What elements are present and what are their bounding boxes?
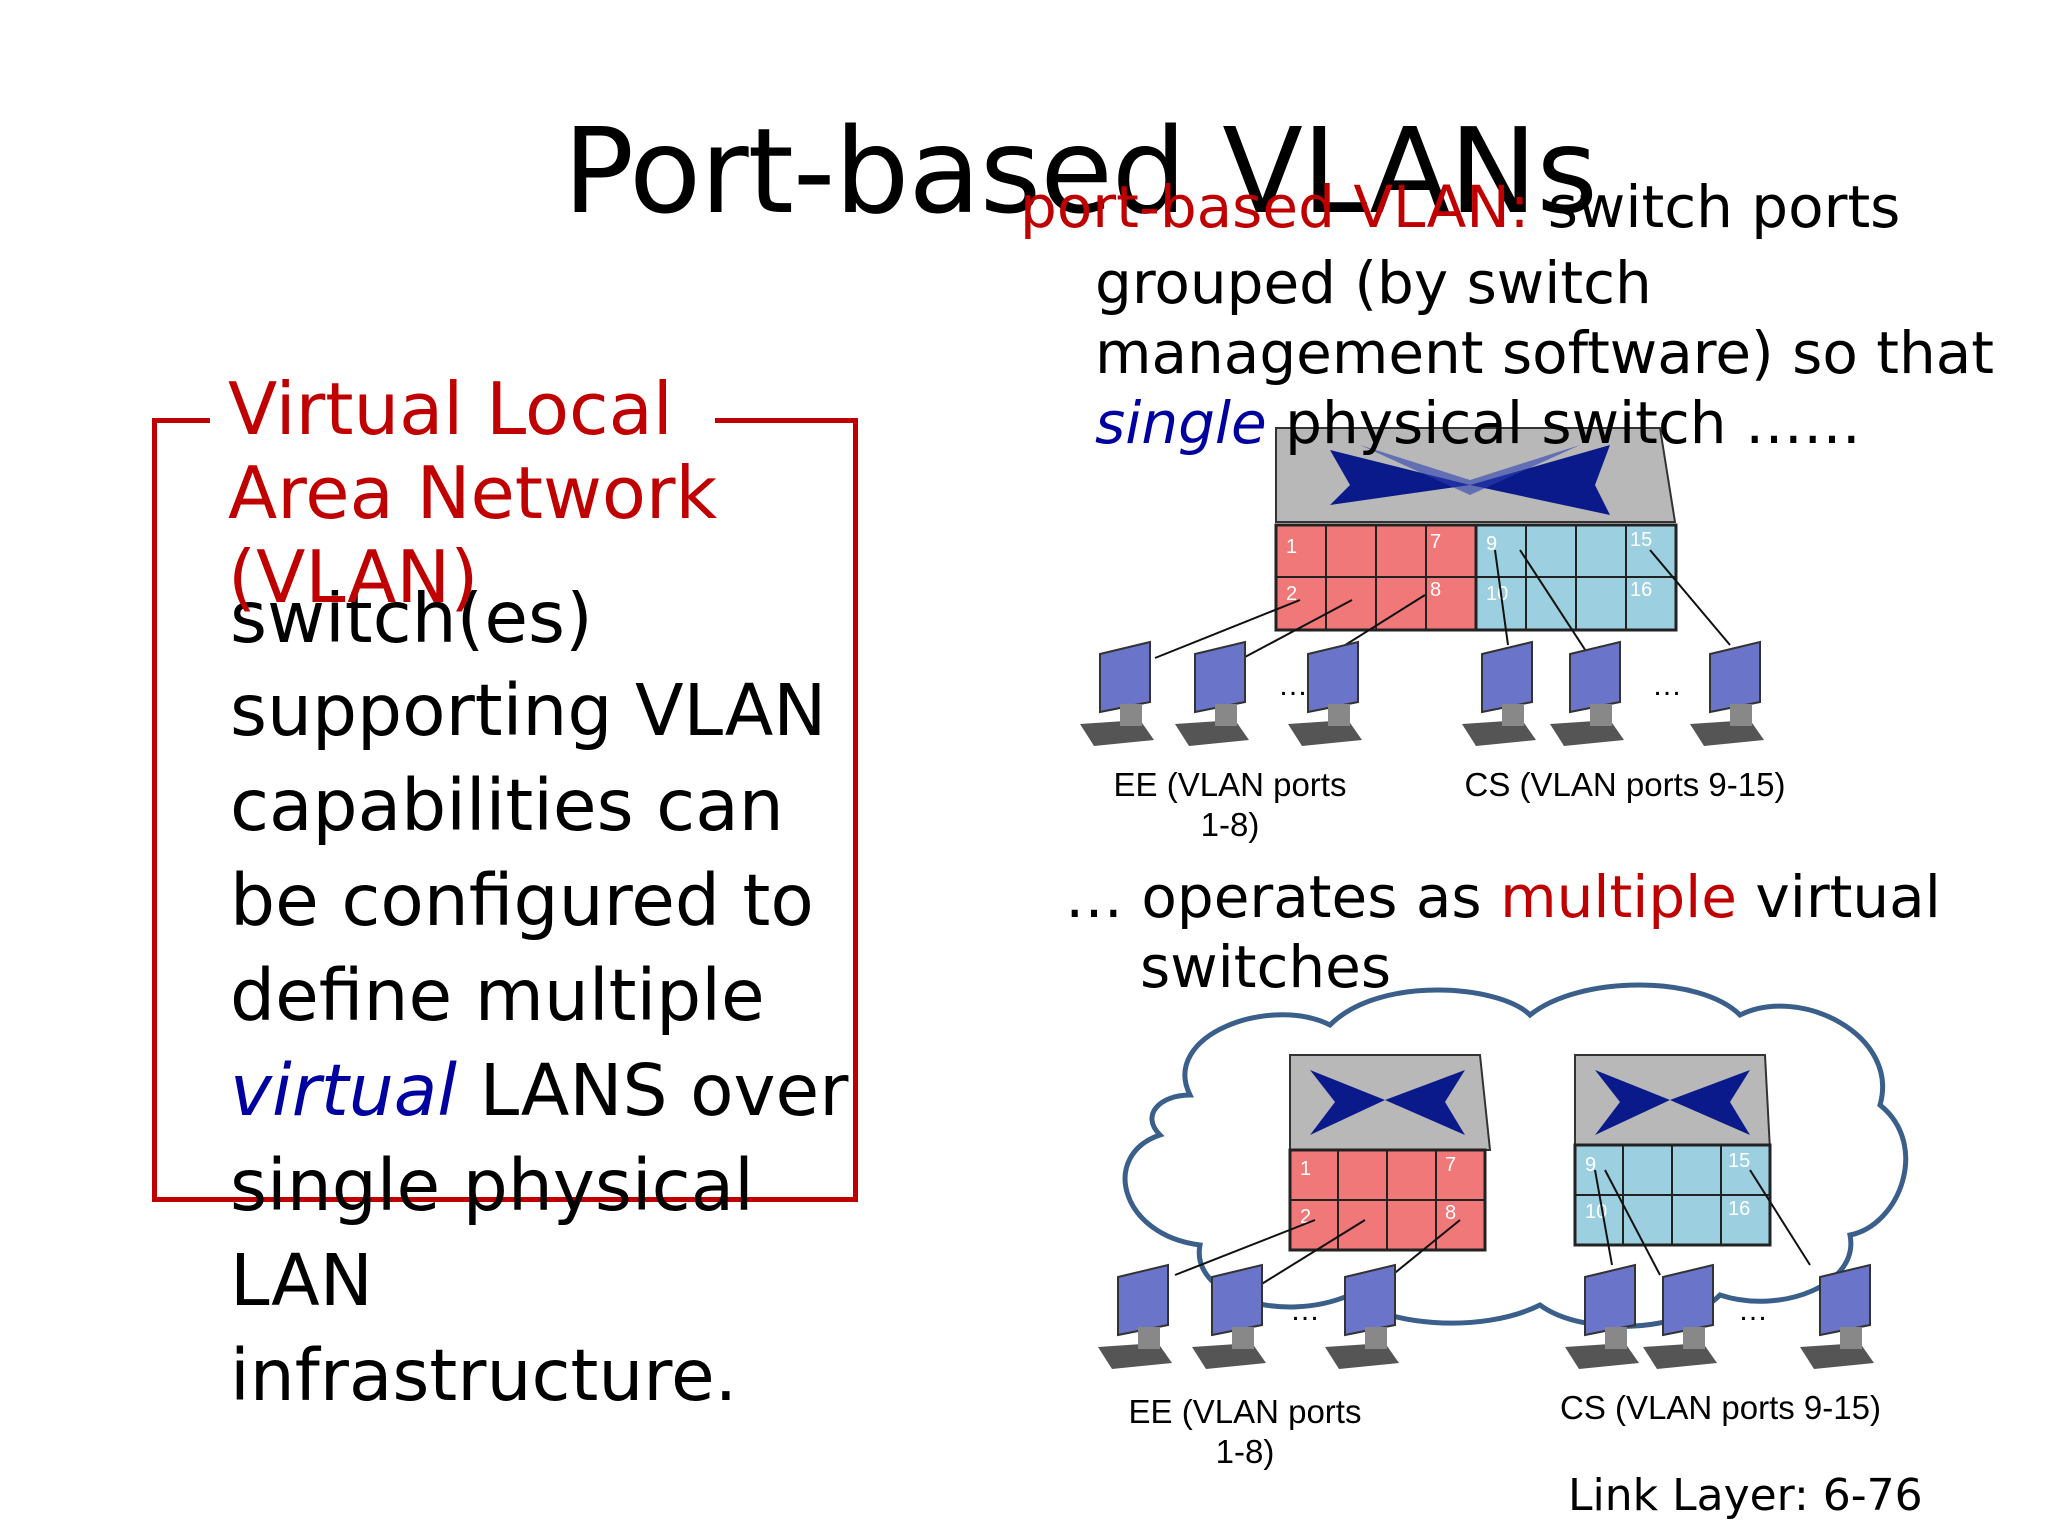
port-grid-lines xyxy=(1276,525,1676,630)
b-port-15: 15 xyxy=(1728,1150,1750,1172)
pc-icon xyxy=(1643,1263,1717,1369)
bottom-ee-ellipsis: … xyxy=(1290,1294,1320,1327)
switch-x-icon-part xyxy=(1470,445,1610,515)
port-10: 10 xyxy=(1486,583,1508,605)
port-16: 16 xyxy=(1630,579,1652,601)
vlan-body-line-8: infrastructure. xyxy=(230,1334,738,1417)
vlan-body-line-1: supporting VLAN xyxy=(230,669,827,752)
top-ee-label: EE (VLAN ports 1-8) xyxy=(1090,765,1370,845)
cs-switch-top xyxy=(1574,1054,1772,1151)
pc-icon xyxy=(1565,1263,1639,1369)
ee-grid-lines xyxy=(1290,1150,1485,1250)
pc-icon xyxy=(1690,640,1764,746)
pc-icon xyxy=(1288,640,1362,746)
pc-icon xyxy=(1462,640,1536,746)
operates-prefix: … operates as xyxy=(1065,863,1501,931)
vlan-title-line-3: (VLAN) xyxy=(228,535,479,619)
b-port-1: 1 xyxy=(1300,1158,1311,1180)
switch-x-icon xyxy=(1330,450,1470,505)
vlan-body-line-5: virtual LANS over xyxy=(230,1043,848,1139)
b-port-2: 2 xyxy=(1300,1206,1311,1228)
vlan-title-line-2: Area Network xyxy=(228,451,718,535)
pc-icon xyxy=(1800,1263,1874,1369)
port-1: 1 xyxy=(1286,536,1297,558)
ee-switch-top xyxy=(1289,1054,1492,1151)
definition-line-4-rest: physical switch …… xyxy=(1266,389,1861,457)
port-7: 7 xyxy=(1430,531,1441,553)
pc-icon xyxy=(1098,1263,1172,1369)
bottom-cables xyxy=(1174,1169,1811,1286)
bottom-cloud-diagram: 1 7 2 8 9 15 10 16 … … xyxy=(1098,982,1909,1369)
definition-line-3: management software) so that xyxy=(1095,319,1995,387)
b-port-7: 7 xyxy=(1445,1154,1456,1176)
ee-switch-x-icon xyxy=(1310,1070,1385,1135)
operates-suffix: virtual xyxy=(1736,863,1941,931)
pc-icon xyxy=(1192,1263,1266,1369)
definition-term: port-based VLAN: xyxy=(1020,173,1530,241)
cs-switch-x-icon xyxy=(1595,1070,1670,1135)
definition-line-1-rest: switch ports xyxy=(1529,173,1901,241)
b-port-9: 9 xyxy=(1585,1154,1596,1176)
bottom-cs-ellipsis: … xyxy=(1738,1294,1768,1327)
top-ee-label-line-2: 1-8) xyxy=(1200,806,1260,843)
bottom-ee-label: EE (VLAN ports 1-8) xyxy=(1105,1392,1385,1472)
multiple-emphasis: multiple xyxy=(1500,863,1737,931)
pc-icon xyxy=(1175,640,1249,746)
vlan-title-backdrop xyxy=(222,372,702,590)
vlan-title-line-1: Virtual Local xyxy=(228,367,673,451)
ee-switch-x-icon-part xyxy=(1385,1070,1465,1135)
vlan-body-line-2: capabilities can xyxy=(230,764,784,847)
top-cs-label: CS (VLAN ports 9-15) xyxy=(1464,766,1786,803)
top-ee-label-line-1: EE (VLAN ports xyxy=(1113,766,1347,803)
definition-line-1: port-based VLAN: switch ports xyxy=(1020,172,1900,242)
vlan-body-line-5-rest: LANS over xyxy=(457,1049,849,1132)
port-15: 15 xyxy=(1630,529,1652,551)
b-port-8: 8 xyxy=(1445,1202,1456,1224)
port-8: 8 xyxy=(1430,579,1441,601)
pc-icon xyxy=(1550,640,1624,746)
top-switch-diagram: 1 7 2 8 9 15 10 16 … xyxy=(1080,427,1764,746)
slide-footer: Link Layer: 6-76 xyxy=(1568,1470,1923,1521)
pc-group-cs: … xyxy=(1462,640,1764,746)
b-port-16: 16 xyxy=(1728,1198,1750,1220)
bottom-cs-label: CS (VLAN ports 9-15) xyxy=(1560,1389,1881,1426)
ee-ellipsis: … xyxy=(1278,669,1308,702)
switch-x-overlay xyxy=(1360,445,1580,495)
port-2: 2 xyxy=(1286,583,1297,605)
cables xyxy=(1154,549,1731,666)
vlan-body-line-6: single physical xyxy=(230,1144,754,1227)
vlan-body-line-3: be configured to xyxy=(230,859,814,942)
cs-switch-x-icon-part xyxy=(1670,1070,1750,1135)
single-emphasis: single xyxy=(1095,389,1267,457)
definition-line-4: single physical switch …… xyxy=(1095,388,1861,458)
bottom-ee-label-line-1: EE (VLAN ports xyxy=(1128,1393,1362,1430)
pc-group-ee: … xyxy=(1080,640,1362,746)
pc-icon xyxy=(1325,1263,1399,1369)
vlan-body-line-4: define multiple xyxy=(230,954,765,1037)
virtual-emphasis: virtual xyxy=(230,1049,458,1132)
pc-icon xyxy=(1080,640,1154,746)
vlan-body-line-7: LAN xyxy=(230,1239,373,1322)
cs-grid-lines xyxy=(1575,1145,1770,1245)
slide-title: Port-based VLANs xyxy=(563,102,1598,240)
port-9: 9 xyxy=(1486,533,1497,555)
vlan-box-title: Virtual Local Area Network (VLAN) xyxy=(228,367,717,619)
cs-ellipsis: … xyxy=(1652,669,1682,702)
bottom-ee-label-line-2: 1-8) xyxy=(1215,1433,1275,1470)
operates-line-2: switches xyxy=(1140,933,1392,1001)
definition-line-2: grouped (by switch xyxy=(1095,249,1652,317)
operates-line-1: … operates as multiple virtual xyxy=(1065,862,1941,932)
